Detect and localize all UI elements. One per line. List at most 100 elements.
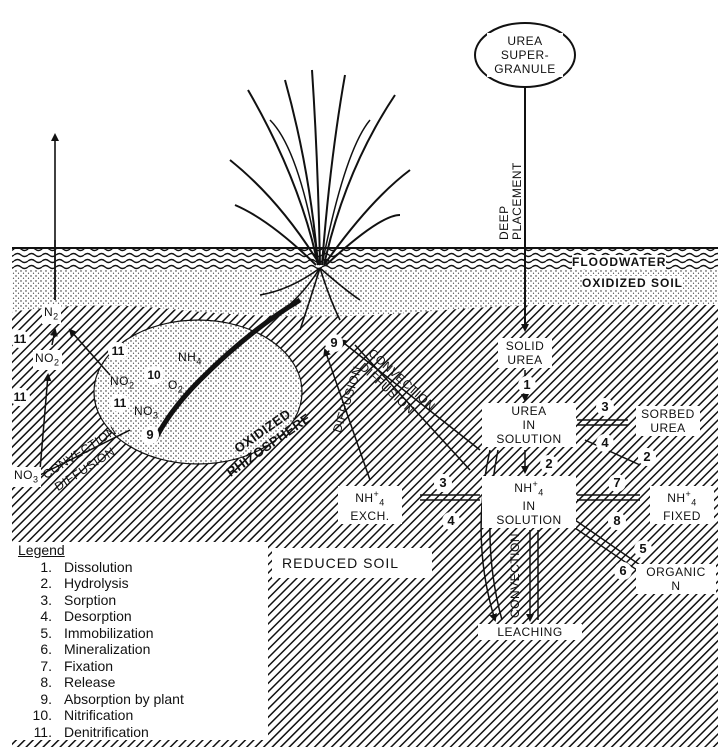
step-4b: 4 [442,512,460,530]
urea-in-solution-box: UREA IN SOLUTION [482,403,576,447]
legend-number: 6. [8,641,64,658]
legend-item: 7.Fixation [8,658,268,675]
step-11c: 11 [108,342,128,360]
legend-item: 5.Immobilization [8,625,268,642]
nh4-sol-text: NH [514,481,532,495]
legend-label: Sorption [64,592,116,609]
solution-word: SOLUTION [484,432,574,446]
nh4-exch-text: NH [355,491,373,505]
legend-number: 9. [8,691,64,708]
legend-label: Immobilization [64,625,153,642]
legend-item: 8.Release [8,674,268,691]
urea-sol-word: UREA [484,404,574,418]
no2-circle-text: NO [110,374,129,388]
organic-word: ORGANIC [638,565,714,579]
step-7: 7 [608,474,626,492]
no2-left-text: NO [35,351,54,365]
legend-number: 10. [8,707,64,724]
legend-label: Fixation [64,658,113,675]
sorbed-urea-box: SORBED UREA [636,406,700,436]
deep-placement-text: DEEP PLACEMENT [498,162,524,240]
step-3: 3 [596,398,614,416]
legend-item: 1.Dissolution [8,559,268,576]
legend-item: 10.Nitrification [8,707,268,724]
fixed-word: FIXED [652,509,712,523]
legend-number: 2. [8,575,64,592]
legend-label: Hydrolysis [64,575,129,592]
step-2: 2 [540,455,558,473]
legend-label: Mineralization [64,641,150,658]
reduced-soil-label: REDUCED SOIL [280,555,401,571]
legend: Legend 1.Dissolution 2.Hydrolysis 3.Sorp… [8,542,268,740]
granule-line: GRANULE [489,62,561,76]
step-9b: 9 [141,426,159,444]
no3-circle-label: NO3 [134,404,159,422]
sorbed-urea-word: UREA [638,421,698,435]
legend-number: 5. [8,625,64,642]
nh4-in-solution-box: NH+4 IN SOLUTION [482,476,576,528]
step-9: 9 [325,334,343,352]
no2-left-label: NO2 [33,350,62,370]
legend-item: 2.Hydrolysis [8,575,268,592]
rice-plant [230,70,410,265]
no3-bottom-text: NO [14,468,33,482]
placement-word: PLACEMENT [511,162,524,240]
step-1: 1 [518,376,536,394]
nh4-exch-box: NH+4 EXCH. [338,486,402,524]
oxidized-soil-label: OXIDIZED SOIL [582,276,683,290]
legend-item: 11.Denitrification [8,724,268,741]
legend-number: 3. [8,592,64,609]
sorbed-word: SORBED [638,407,698,421]
solid-urea-box: SOLID UREA [498,338,552,368]
legend-label: Dissolution [64,559,132,576]
step-6: 6 [614,562,632,580]
step-11b: 11 [10,388,30,406]
nh4-solution-word: SOLUTION [484,513,574,527]
legend-item: 6.Mineralization [8,641,268,658]
leaching-box: LEACHING [478,624,582,640]
legend-number: 8. [8,674,64,691]
solid-word: SOLID [500,339,550,353]
legend-item: 3.Sorption [8,592,268,609]
legend-label: Absorption by plant [64,691,184,708]
nh4-fixed-box: NH+4 FIXED [650,486,714,524]
legend-label: Nitrification [64,707,133,724]
legend-number: 11. [8,724,64,741]
legend-item: 9.Absorption by plant [8,691,268,708]
super-line: SUPER- [489,48,561,62]
nh4-sol-line: NH+4 [484,477,574,499]
nh4-circle-label: NH4 [178,350,202,368]
exch-word: EXCH. [340,509,400,523]
urea-line: UREA [489,34,561,48]
nh4-fixed-line: NH+4 [652,487,712,509]
step-11a: 11 [10,330,30,348]
nh4-circle-text: NH [178,350,196,364]
step-2b: 2 [638,448,656,466]
no3-bottom-label: NO3 [12,467,41,487]
legend-label: Denitrification [64,724,149,741]
convection-vertical-label: CONVECTION [508,533,522,618]
step-4: 4 [596,434,614,452]
n2-text: N [44,305,53,319]
o2-circle-label: O2 [168,378,183,396]
legend-item: 4.Desorption [8,608,268,625]
no2-circle-label: NO2 [110,374,135,392]
o2-circle-text: O [168,378,178,392]
organic-n-box: ORGANIC N [636,564,716,594]
legend-number: 1. [8,559,64,576]
legend-title: Legend [18,542,268,559]
legend-number: 4. [8,608,64,625]
urea-word: UREA [500,353,550,367]
n-word: N [638,579,714,593]
nh4-fixed-text: NH [667,491,685,505]
nh4-exch-line: NH+4 [340,487,400,509]
step-11d: 11 [110,394,130,412]
step-3b: 3 [434,474,452,492]
legend-label: Desorption [64,608,132,625]
in-word: IN [484,418,574,432]
legend-number: 7. [8,658,64,675]
step-8: 8 [608,512,626,530]
step-5: 5 [634,540,652,558]
nh4-in-word: IN [484,499,574,513]
floodwater-label: FLOODWATER [572,255,666,269]
